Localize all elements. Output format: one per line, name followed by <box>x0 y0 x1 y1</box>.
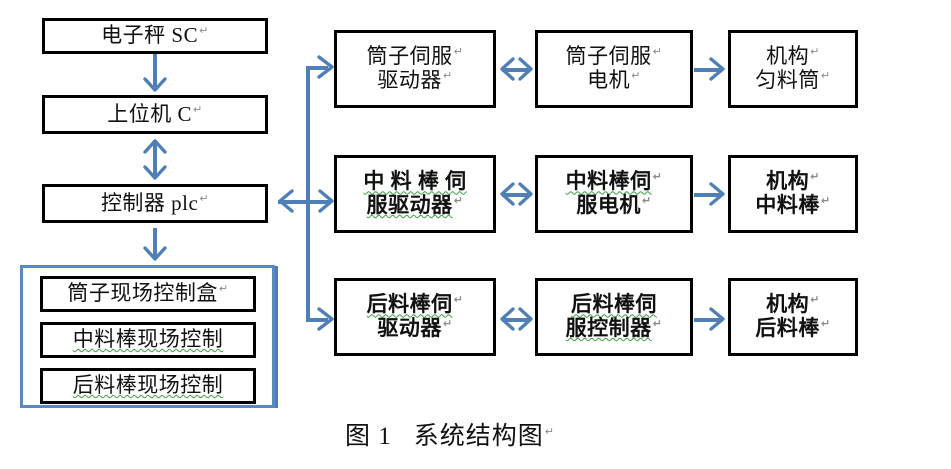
node-rear-rod-servo-controller[interactable]: 后料棒伺 服控制器↵ <box>535 278 693 356</box>
figure-caption: 图 1 系统结构图↵ <box>345 416 555 452</box>
node-mid-rod-servo-driver-line1: 中 料 棒 伺 <box>363 169 467 194</box>
node-scale-label: 电子秤 SC↵ <box>101 23 209 48</box>
connector-bus-branch-row3 <box>306 318 328 322</box>
connector-row2-motor-to-mechanism <box>694 193 722 197</box>
node-mid-rod-servo-driver-line2: 服驱动器↵ <box>366 193 464 217</box>
connector-bus-branch-row1 <box>306 66 328 70</box>
node-rear-rod-mechanism-line2: 后料棒↵ <box>755 316 831 340</box>
node-bobbin-field-box-label: 筒子现场控制盒↵ <box>67 281 229 306</box>
node-bobbin-servo-motor-line2: 电机↵ <box>587 68 641 92</box>
node-bobbin-servo-driver-line1: 筒子伺服↵ <box>366 44 464 69</box>
node-mid-rod-field-control[interactable]: 中料棒现场控制 <box>40 322 256 358</box>
node-bobbin-servo-driver-line2: 驱动器↵ <box>377 68 453 92</box>
node-bobbin-mechanism[interactable]: 机构↵ 匀料筒↵ <box>728 30 858 108</box>
node-mid-rod-mechanism-line1: 机构↵ <box>766 169 820 194</box>
connector-scale-to-host <box>153 53 157 87</box>
connector-row1-driver-to-motor <box>502 68 530 72</box>
node-host-pc-label: 上位机 C↵ <box>107 101 203 126</box>
node-bobbin-field-box[interactable]: 筒子现场控制盒↵ <box>40 276 256 312</box>
connector-row2-driver-to-motor <box>502 193 530 197</box>
connector-row1-motor-to-mechanism <box>694 68 722 72</box>
connector-vertical-bus <box>306 66 310 322</box>
node-mid-rod-servo-motor[interactable]: 中料棒伺↵ 服电机↵ <box>535 155 693 233</box>
node-host-pc[interactable]: 上位机 C↵ <box>42 95 268 134</box>
connector-controller-to-field-group <box>153 228 157 258</box>
node-rear-rod-mechanism-line1: 机构↵ <box>766 292 820 317</box>
connector-row3-motor-to-mechanism <box>694 318 722 322</box>
figure-caption-pilcrow: ↵ <box>544 424 555 438</box>
node-rear-rod-field-control[interactable]: 后料棒现场控制 <box>40 368 256 404</box>
node-bobbin-mechanism-line2: 匀料筒↵ <box>755 68 831 92</box>
node-rear-rod-servo-driver[interactable]: 后料棒伺↵ 驱动器↵ <box>334 278 496 356</box>
node-mid-rod-mechanism[interactable]: 机构↵ 中料棒↵ <box>728 155 858 233</box>
node-mid-rod-servo-driver[interactable]: 中 料 棒 伺 服驱动器↵ <box>334 155 496 233</box>
node-controller-plc-label: 控制器 plc↵ <box>100 190 210 215</box>
node-bobbin-mechanism-line1: 机构↵ <box>766 44 820 69</box>
node-scale[interactable]: 电子秤 SC↵ <box>42 18 268 54</box>
node-rear-rod-mechanism[interactable]: 机构↵ 后料棒↵ <box>728 278 858 356</box>
node-mid-rod-mechanism-line2: 中料棒↵ <box>755 193 831 217</box>
connector-controller-to-bus <box>278 200 330 204</box>
node-mid-rod-servo-motor-line2: 服电机↵ <box>576 193 652 217</box>
node-mid-rod-field-control-label: 中料棒现场控制 <box>72 327 224 352</box>
node-rear-rod-servo-driver-line2: 驱动器↵ <box>377 316 453 340</box>
node-bobbin-servo-driver[interactable]: 筒子伺服↵ 驱动器↵ <box>334 30 496 108</box>
node-controller-plc[interactable]: 控制器 plc↵ <box>42 184 268 223</box>
connector-field-group-return-vertical <box>274 266 278 408</box>
connector-row3-driver-to-motor <box>502 318 530 322</box>
node-bobbin-servo-motor-line1: 筒子伺服↵ <box>565 44 663 69</box>
node-rear-rod-servo-driver-line1: 后料棒伺↵ <box>366 292 464 317</box>
node-rear-rod-servo-controller-line2: 服控制器↵ <box>565 316 663 340</box>
figure-caption-number: 图 1 <box>345 423 392 450</box>
connector-host-to-controller <box>153 140 157 178</box>
node-mid-rod-servo-motor-line1: 中料棒伺↵ <box>565 169 663 194</box>
figure-caption-title: 系统结构图 <box>413 423 544 450</box>
node-bobbin-servo-motor[interactable]: 筒子伺服↵ 电机↵ <box>535 30 693 108</box>
node-rear-rod-field-control-label: 后料棒现场控制 <box>72 373 224 398</box>
node-rear-rod-servo-controller-line1: 后料棒伺 <box>571 292 657 317</box>
